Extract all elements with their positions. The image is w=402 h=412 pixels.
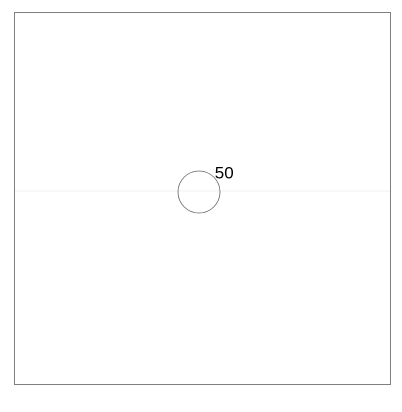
plot-frame — [14, 12, 391, 385]
bubble-point-0 — [177, 170, 221, 214]
bubble-label-0: 50 — [215, 163, 234, 182]
points-layer: 50 — [177, 163, 234, 214]
